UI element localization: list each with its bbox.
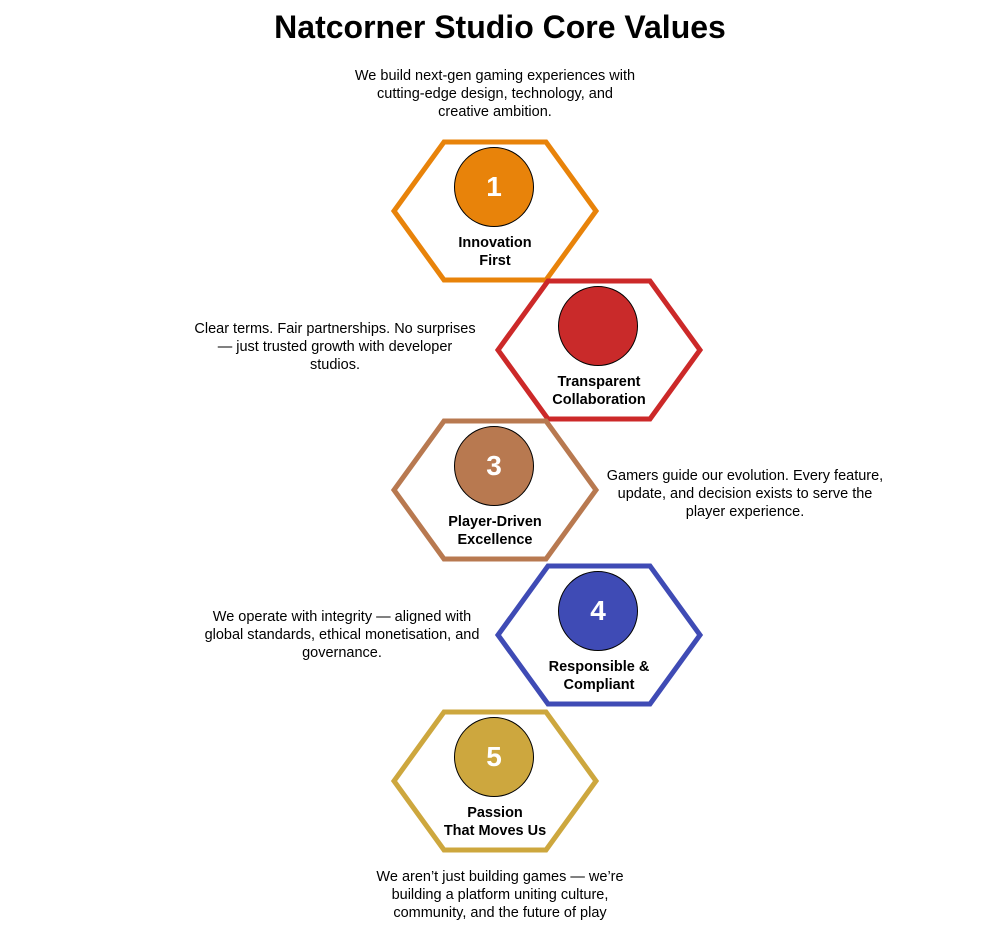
value-label-line: Innovation [458,235,532,251]
value-label-line: Player-Driven [448,514,542,530]
value-label: Transparent Collaboration [494,373,704,409]
hexagon-outline [494,563,704,707]
intro-line: creative ambition. [438,104,552,120]
value-label-line: Transparent [557,374,641,390]
intro-text: We build next-gen gaming experiences wit… [295,67,695,121]
hexagon-outline [390,709,600,853]
value-label: Innovation First [390,234,600,270]
value-description-transparent: Clear terms. Fair partnerships. No surpr… [175,320,495,374]
outro-line: building a platform uniting culture, [391,887,609,903]
outro-line: community, and the future of play [393,905,607,921]
value-hexagon-innovation: 1 Innovation First [390,138,600,284]
value-description-player-driven: Gamers guide our evolution. Every featur… [585,467,905,521]
value-label-line: Excellence [457,532,533,548]
value-hexagon-passion: 5 Passion That Moves Us [390,708,600,854]
value-number-badge: 3 [454,426,534,506]
outro-line: We aren’t just building games — we’re [376,869,624,885]
value-label: Passion That Moves Us [390,804,600,840]
page-title: Natcorner Studio Core Values [274,9,726,45]
value-number-badge [558,286,638,366]
description-line: Gamers guide our evolution. Every featur… [606,468,884,484]
description-line: governance. [302,645,382,661]
value-label: Responsible & Compliant [494,658,704,694]
value-hexagon-responsible: 4 Responsible & Compliant [494,562,704,708]
value-label: Player-Driven Excellence [390,513,600,549]
value-label-line: Collaboration [552,392,646,408]
value-number-badge: 4 [558,571,638,651]
description-line: update, and decision exists to serve the [617,486,873,502]
outro-text: We aren’t just building games — we’re bu… [300,868,700,922]
hexagon-outline [494,278,704,422]
value-number-badge: 1 [454,147,534,227]
value-label-line: First [479,253,511,269]
value-label-line: Responsible & [548,659,650,675]
intro-line: cutting-edge design, technology, and [377,86,613,102]
description-line: studios. [310,357,360,373]
value-hexagon-transparent: Transparent Collaboration [494,277,704,423]
value-label-line: That Moves Us [443,823,547,839]
intro-line: We build next-gen gaming experiences wit… [354,68,636,84]
description-line: player experience. [685,504,805,520]
description-line: Clear terms. Fair partnerships. No surpr… [194,321,476,337]
value-label-line: Compliant [563,677,635,693]
value-number-badge: 5 [454,717,534,797]
value-label-line: Passion [467,805,523,821]
value-hexagon-player-driven: 3 Player-Driven Excellence [390,417,600,563]
description-line: We operate with integrity — aligned with [212,609,472,625]
value-description-responsible: We operate with integrity — aligned with… [182,608,502,662]
description-line: global standards, ethical monetisation, … [204,627,480,643]
hexagon-outline [390,418,600,562]
description-line: — just trusted growth with developer [217,339,453,355]
